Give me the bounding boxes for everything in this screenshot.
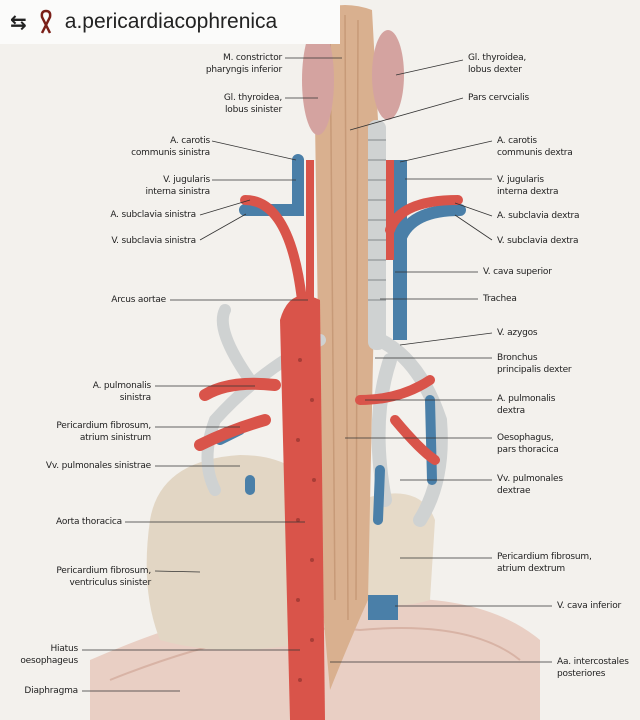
label-oesophagus: Oesophagus,pars thoracica xyxy=(497,433,559,455)
label-pericardium-atrium-dextrum: Pericardium fibrosum,atrium dextrum xyxy=(497,552,592,574)
label-azygos: V. azygos xyxy=(497,328,538,338)
right-pulmonary-veins xyxy=(373,395,437,525)
label-arcus-aortae: Arcus aortae xyxy=(111,295,166,305)
awareness-ribbon-icon xyxy=(40,9,52,34)
leader-lines xyxy=(82,57,552,692)
aortic-arch-descending-aorta xyxy=(280,295,325,720)
left-ventricle xyxy=(146,455,320,650)
label-v-subclavia-sinistra: V. subclavia sinistra xyxy=(111,236,196,246)
label-pericardium-atrium-sinistrum: Pericardium fibrosum,atrium sinistrum xyxy=(56,421,151,443)
label-aorta-thoracica: Aorta thoracica xyxy=(56,517,122,527)
left-pulmonary-artery xyxy=(194,377,281,451)
label-vv-pulmonales-sinistrae: Vv. pulmonales sinistrae xyxy=(45,461,151,471)
repost-header: ⇆ a.pericardiacophrenica xyxy=(0,0,340,44)
trachea xyxy=(368,120,386,350)
label-cava-superior: V. cava superior xyxy=(483,267,552,277)
label-a-subclavia-sinistra: A. subclavia sinistra xyxy=(110,210,196,220)
label-thyroid-dexter: Gl. thyroidea,lobus dexter xyxy=(468,53,527,75)
right-subclavian-artery xyxy=(385,195,463,235)
label-pars-cervicalis: Pars cervcialis xyxy=(468,93,529,103)
left-jugular-vein xyxy=(239,154,304,217)
label-a-subclavia-dextra: A. subclavia dextra xyxy=(497,211,580,221)
thyroid-left-lobe xyxy=(302,25,334,135)
label-diaphragma: Diaphragma xyxy=(24,686,78,696)
repost-icon: ⇆ xyxy=(10,10,27,34)
username[interactable]: a.pericardiacophrenica xyxy=(64,10,278,33)
label-cava-inferior: V. cava inferior xyxy=(557,601,622,611)
right-subclavian-vein xyxy=(394,204,466,246)
thyroid-right-lobe xyxy=(372,30,404,120)
vena-cava-inferior xyxy=(368,595,398,620)
label-thyroid-sinister: Gl. thyroidea,lobus sinister xyxy=(223,93,282,115)
label-pericardium-ventriculus-sinister: Pericardium fibrosum,ventriculus siniste… xyxy=(56,566,151,588)
label-trachea: Trachea xyxy=(483,294,517,304)
left-subclavian-artery xyxy=(240,195,307,305)
label-v-subclavia-dextra: V. subclavia dextra xyxy=(497,236,579,246)
